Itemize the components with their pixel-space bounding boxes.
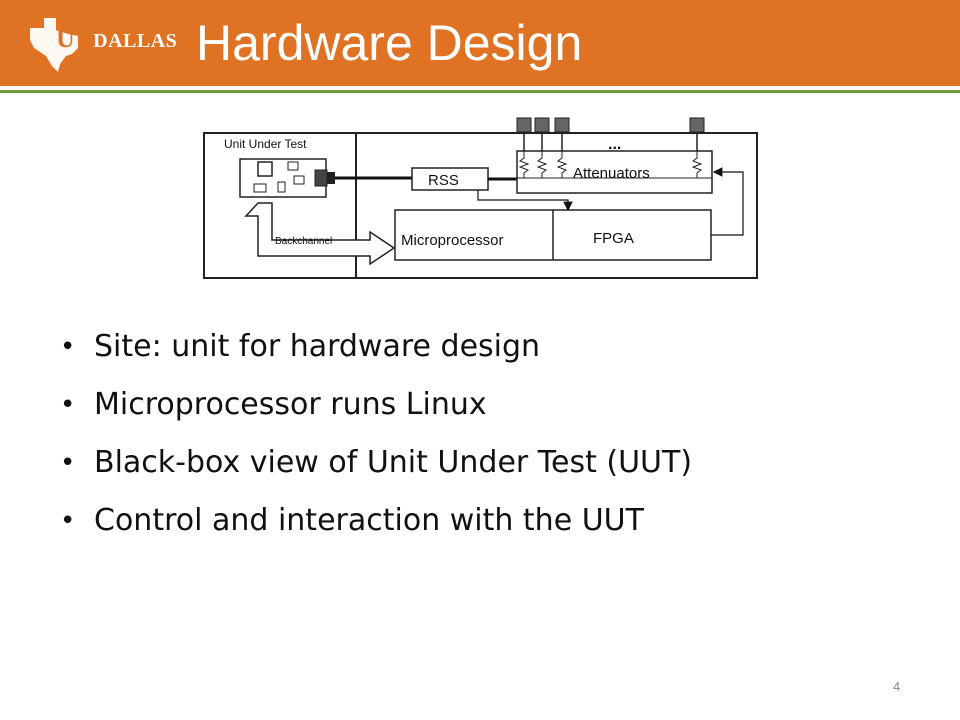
- antenna-port-icon: [689, 117, 705, 133]
- uut-connector: [314, 169, 328, 187]
- antenna-port-icon: [516, 117, 532, 133]
- uut-chip: [257, 161, 273, 177]
- attenuators-label: Attenuators: [573, 165, 650, 182]
- bullet-item: Microprocessor runs Linux: [60, 376, 880, 434]
- bullet-item: Black-box view of Unit Under Test (UUT): [60, 434, 880, 492]
- logo-dallas: DALLAS: [93, 30, 178, 52]
- hardware-block-diagram: Unit Under Test RSS Attenuators ... Micr…: [203, 117, 758, 279]
- antenna-port-icon: [554, 117, 570, 133]
- attenuators-block: [516, 150, 713, 194]
- backchannel-label: Backchannel: [275, 236, 332, 247]
- rss-label: RSS: [428, 172, 459, 189]
- bullet-item: Site: unit for hardware design: [60, 318, 880, 376]
- uut-board: [239, 158, 327, 198]
- outer-frame: [203, 132, 758, 279]
- attenuators-ellipsis: ...: [608, 136, 621, 153]
- logo-text: UTDALLAS: [56, 24, 177, 54]
- header-divider: [0, 86, 960, 90]
- page-number: 4: [893, 679, 901, 694]
- header-accent-line: [0, 90, 960, 93]
- slide-title: Hardware Design: [196, 15, 583, 71]
- uut-label: Unit Under Test: [224, 137, 307, 151]
- logo-ut: UT: [56, 24, 94, 53]
- rf-connector-icon: [327, 172, 335, 184]
- backchannel-arrow: [244, 202, 396, 266]
- antenna-port-icon: [534, 117, 550, 133]
- microprocessor-label: Microprocessor: [401, 232, 504, 249]
- bullet-list: Site: unit for hardware design Microproc…: [60, 318, 880, 550]
- bullet-item: Control and interaction with the UUT: [60, 492, 880, 550]
- texas-star-icon: [30, 18, 78, 72]
- fpga-label: FPGA: [593, 230, 634, 247]
- header-bar: [0, 0, 960, 86]
